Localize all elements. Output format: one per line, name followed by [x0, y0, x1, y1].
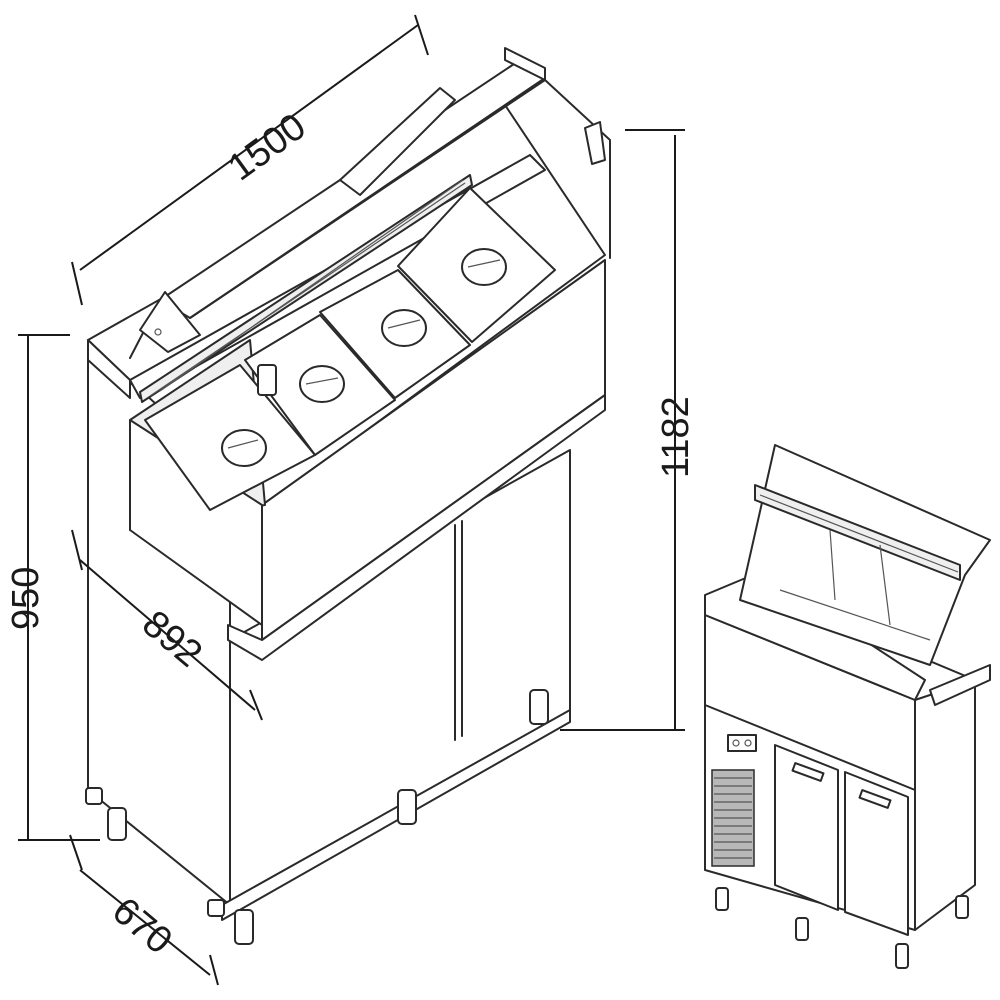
rear-feet — [715, 887, 969, 969]
rear-door-handle-right — [858, 789, 892, 809]
dimension-width: 1500 — [221, 106, 314, 190]
main-unit-view — [85, 47, 611, 945]
rear-cabinet-side — [914, 674, 976, 931]
worktop-left-edge — [87, 339, 131, 399]
rear-unit-view — [704, 444, 991, 969]
rear-door-left — [774, 744, 839, 911]
left-glass-bracket — [139, 291, 201, 353]
cabinet-feet — [85, 689, 549, 945]
rear-control-box — [727, 734, 757, 752]
gastronorm-pans — [144, 187, 556, 511]
dimension-lines — [18, 14, 685, 986]
dimension-depth-base: 670 — [104, 890, 180, 963]
rear-top-block — [339, 87, 456, 196]
rear-door-handle-left — [791, 762, 825, 782]
right-glass-bracket — [584, 121, 606, 165]
rear-glass-canopy — [739, 444, 991, 666]
dimension-height-counter: 950 — [5, 567, 47, 630]
front-ledge — [227, 394, 606, 661]
glass-clip — [257, 364, 277, 396]
rear-door-right — [844, 771, 909, 936]
dimension-height-total: 1182 — [655, 396, 697, 478]
